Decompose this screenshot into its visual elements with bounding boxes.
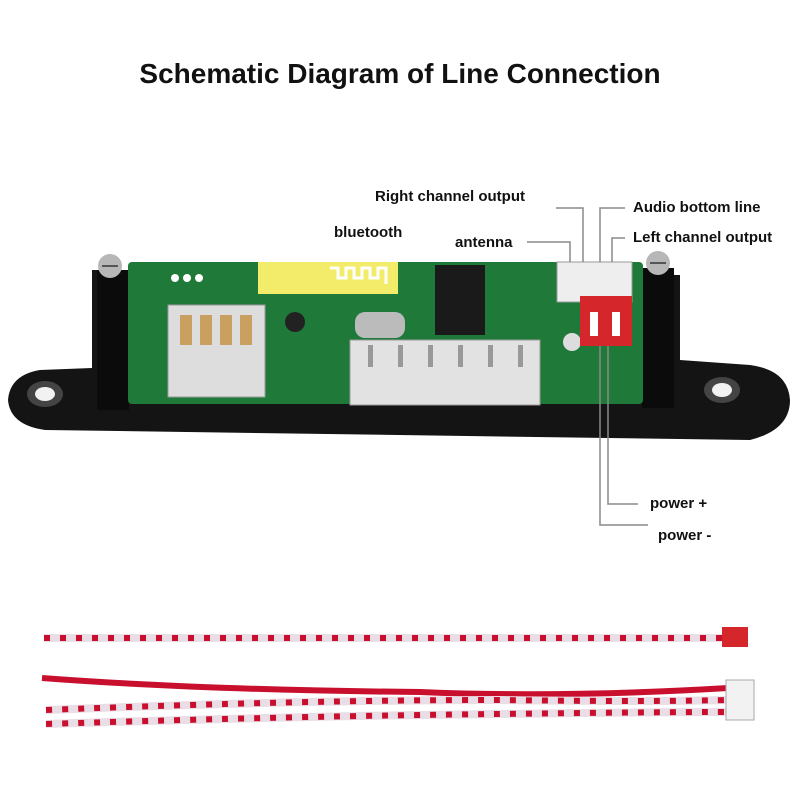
cable-connector-white <box>725 679 755 721</box>
audio-connector <box>556 261 633 303</box>
label-audio-bottom-line: Audio bottom line <box>633 199 761 216</box>
cable-set <box>41 627 755 728</box>
crystal <box>355 312 405 338</box>
label-left-channel-output: Left channel output <box>633 229 773 246</box>
pcb-board <box>128 261 643 406</box>
label-power-plus: power + <box>650 495 708 512</box>
cable-connector-red <box>722 627 748 647</box>
label-bluetooth: bluetooth <box>334 224 403 241</box>
leader-lines <box>527 207 648 526</box>
label-power-minus: power - <box>658 527 712 544</box>
label-right-channel-output: Right channel output <box>375 188 525 205</box>
bottom-connector <box>349 339 541 406</box>
page-title: Schematic Diagram of Line Connection <box>139 58 661 89</box>
power-connector <box>580 296 632 346</box>
label-antenna: antenna <box>455 234 513 251</box>
ic-chip <box>435 265 485 335</box>
